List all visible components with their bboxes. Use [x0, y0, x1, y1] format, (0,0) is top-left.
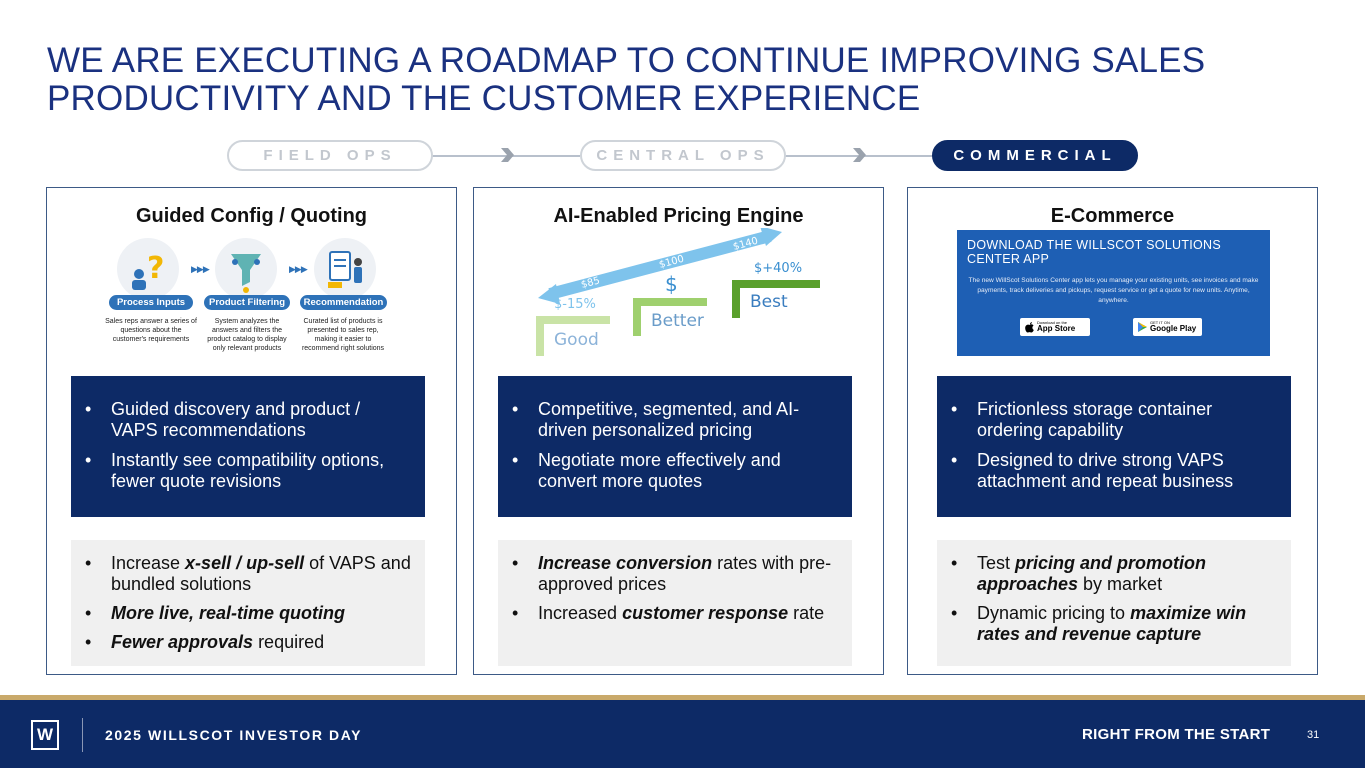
arrow-price-label: $100 [658, 254, 685, 271]
process-description: Sales reps answer a series of questions … [105, 318, 197, 343]
google-play-icon [1138, 322, 1147, 332]
process-tag: Product Filtering [204, 295, 290, 310]
bullet-text: rate [788, 603, 825, 623]
tier-label: Better [651, 311, 704, 331]
bullet-text: by market [1078, 574, 1163, 594]
app-banner-heading: DOWNLOAD THE WILLSCOT SOLUTIONS CENTER A… [967, 238, 1222, 266]
emphasis-text: pricing and promotion approaches [977, 553, 1207, 594]
bullet: Fewer approvals required [85, 632, 411, 653]
emphasis-text: x-sell / up-sell [185, 553, 305, 573]
google-play-small: GET IT ON [1150, 320, 1170, 325]
process-tag: Process Inputs [109, 295, 193, 310]
primary-bullets: Frictionless storage container ordering … [937, 376, 1291, 517]
roadmap-connector [432, 155, 580, 157]
question-user-icon: ? [117, 238, 179, 300]
bullet-text: Increased [538, 603, 623, 623]
slide-title: WE ARE EXECUTING A ROADMAP TO CONTINUE I… [47, 42, 1327, 118]
chevron-right-icon [853, 148, 866, 162]
bullet: Negotiate more effectively and convert m… [512, 450, 838, 492]
secondary-bullets: Increase conversion rates with pre-appro… [498, 540, 852, 666]
bullet-text: required [253, 632, 325, 652]
arrow-icon: ▶▶▶ [191, 264, 210, 274]
footer-divider [82, 718, 83, 752]
column-pricing-engine: AI-Enabled Pricing Engine $85 $100 $140 … [473, 187, 884, 675]
high-price-label: $+40% [754, 261, 802, 276]
willscot-logo: W [31, 720, 59, 750]
app-banner-body: The new WillScot Solutions Center app le… [968, 277, 1259, 304]
chevron-right-icon [501, 148, 514, 162]
tier-label: Best [750, 292, 788, 312]
footer-tagline: RIGHT FROM THE START [1082, 726, 1271, 743]
bullet: Dynamic pricing to maximize win rates an… [951, 603, 1277, 645]
svg-text:?: ? [147, 251, 164, 286]
process-description: Curated list of products is presented to… [301, 318, 385, 352]
column-ecommerce: E-Commerce DOWNLOAD THE WILLSCOT SOLUTIO… [907, 187, 1318, 675]
bullet: Frictionless storage container ordering … [951, 399, 1277, 441]
footer-accent-bar [0, 695, 1365, 700]
bullet-text: Increase [111, 553, 186, 573]
bullet-text: of VAPS and bundled solutions [111, 553, 411, 594]
slide-title-line-1: WE ARE EXECUTING A ROADMAP TO CONTINUE I… [47, 41, 1206, 80]
emphasis-text: Increase conversion [538, 553, 713, 573]
arrow-price-label: $85 [580, 275, 601, 291]
bullet: Increase x-sell / up-sell of VAPS and bu… [85, 553, 411, 595]
bullet: Increased customer response rate [512, 603, 838, 624]
column-title: Guided Config / Quoting [135, 205, 368, 227]
footer: W 2025 WILLSCOT INVESTOR DAY RIGHT FROM … [0, 700, 1365, 768]
google-play-big: Google Play [1150, 324, 1197, 333]
tier-label: Good [554, 330, 599, 350]
bullet: Guided discovery and product / VAPS reco… [85, 399, 411, 441]
emphasis-text: customer response [622, 603, 789, 623]
clipboard-user-icon [314, 238, 376, 300]
column-guided-config: Guided Config / Quoting ? ▶▶▶ ▶▶▶ Proces… [46, 187, 457, 675]
roadmap-step-central-ops: CENTRAL OPS [580, 140, 786, 171]
dollar-icon: $ [665, 272, 678, 296]
bullet: Competitive, segmented, and AI-driven pe… [512, 399, 838, 441]
column-title: E-Commerce [1050, 205, 1175, 227]
low-price-label: $-15% [554, 297, 596, 312]
app-store-small: Download on the [1037, 320, 1068, 325]
bullet: Designed to drive strong VAPS attachment… [951, 450, 1277, 492]
secondary-bullets: Test pricing and promotion approaches by… [937, 540, 1291, 666]
bullet-text: Dynamic pricing to [977, 603, 1131, 623]
emphasis-text: More live, real-time quoting [111, 603, 346, 623]
emphasis-text: Fewer approvals [111, 632, 254, 652]
bullet-text: rates with pre-approved prices [538, 553, 832, 594]
filter-funnel-icon [215, 238, 277, 300]
page-number: 31 [1307, 729, 1320, 741]
arrow-price-label: $140 [732, 236, 759, 253]
app-download-banner: DOWNLOAD THE WILLSCOT SOLUTIONS CENTER A… [957, 230, 1270, 356]
footer-event-name: 2025 WILLSCOT INVESTOR DAY [105, 727, 363, 743]
process-description: System analyzes the answers and filters … [207, 318, 287, 352]
apple-icon [1025, 321, 1034, 333]
slide-title-line-2: PRODUCTIVITY AND THE CUSTOMER EXPERIENCE [47, 79, 921, 118]
emphasis-text: maximize win rates and revenue capture [977, 603, 1247, 644]
roadmap-step-commercial: COMMERCIAL [932, 140, 1138, 171]
bullet: Instantly see compatibility options, few… [85, 450, 411, 492]
bullet: More live, real-time quoting [85, 603, 411, 624]
primary-bullets: Competitive, segmented, and AI-driven pe… [498, 376, 852, 517]
app-store-big: App Store [1037, 324, 1076, 333]
bullet-text: Test [977, 553, 1016, 573]
process-tag: Recommendation [300, 295, 387, 310]
primary-bullets: Guided discovery and product / VAPS reco… [71, 376, 425, 517]
bullet: Test pricing and promotion approaches by… [951, 553, 1277, 595]
roadmap-step-field-ops: FIELD OPS [227, 140, 433, 171]
pricing-tiers-graphic: $85 $100 $140 $-15% $ $+40% Good Better … [536, 228, 820, 356]
bullet: Increase conversion rates with pre-appro… [512, 553, 838, 595]
secondary-bullets: Increase x-sell / up-sell of VAPS and bu… [71, 540, 425, 666]
column-title: AI-Enabled Pricing Engine [553, 205, 804, 227]
arrow-icon: ▶▶▶ [289, 264, 308, 274]
